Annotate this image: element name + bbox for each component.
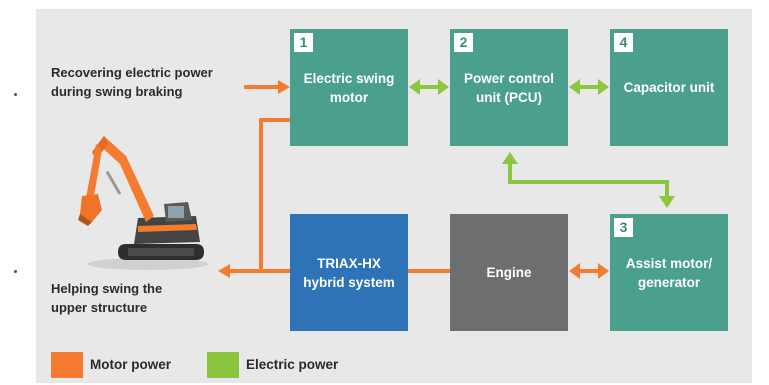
box-label: Assist motor/ generator <box>626 254 712 292</box>
helping-label-line1: Helping swing the <box>51 281 163 296</box>
pcu-assist-path <box>502 152 675 208</box>
legend-motor-label: Motor power <box>90 357 171 372</box>
recovering-label: Recovering electric power during swing b… <box>51 63 213 101</box>
recovering-label-line1: Recovering electric power <box>51 65 213 80</box>
box-label-line1: Assist motor/ <box>625 255 713 271</box>
helping-arrowhead <box>218 264 230 278</box>
motor-power-path <box>230 118 450 273</box>
box-number-badge: 3 <box>614 218 633 237</box>
recovering-arrow <box>244 80 290 94</box>
box-number-badge: 2 <box>454 33 473 52</box>
box-label-line2: hybrid system <box>303 274 395 290</box>
box-label: Engine <box>486 265 532 280</box>
legend-electric-swatch <box>207 352 239 378</box>
legend-electric-label: Electric power <box>246 357 339 372</box>
helping-label-line2: upper structure <box>51 300 148 315</box>
recovering-label-line2: during swing braking <box>51 84 183 99</box>
excavator-icon <box>78 136 208 270</box>
box-label: Electric swing motor <box>304 69 395 107</box>
pcu-capacitor-arrow <box>569 79 609 95</box>
capacitor-unit-box: 4 Capacitor unit <box>610 29 728 146</box>
engine-assist-arrow <box>569 263 609 279</box>
power-control-unit-box: 2 Power control unit (PCU) <box>450 29 568 146</box>
motor-pcu-arrow <box>409 79 449 95</box>
box-label-line2: generator <box>637 274 701 290</box>
box-label: Capacitor unit <box>623 80 715 95</box>
triax-hx-box: TRIAX-HX hybrid system <box>290 214 408 331</box>
box-label-line2: motor <box>329 89 369 105</box>
stray-mark <box>14 93 17 96</box>
stray-mark <box>14 270 17 273</box>
box-number-badge: 4 <box>614 33 633 52</box>
legend-motor-swatch <box>51 352 83 378</box>
box-label: TRIAX-HX hybrid system <box>303 254 395 292</box>
box-label-line1: TRIAX-HX <box>317 255 381 271</box>
box-number-badge: 1 <box>294 33 313 52</box>
electric-swing-motor-box: 1 Electric swing motor <box>290 29 408 146</box>
box-label: Power control unit (PCU) <box>464 69 554 107</box>
assist-motor-generator-box: 3 Assist motor/ generator <box>610 214 728 331</box>
helping-label: Helping swing the upper structure <box>51 279 162 317</box>
engine-box: Engine <box>450 214 568 331</box>
box-label-line1: Electric swing <box>303 70 395 86</box>
box-label-line2: unit (PCU) <box>476 89 542 105</box>
box-label-line1: Power control <box>463 70 554 86</box>
